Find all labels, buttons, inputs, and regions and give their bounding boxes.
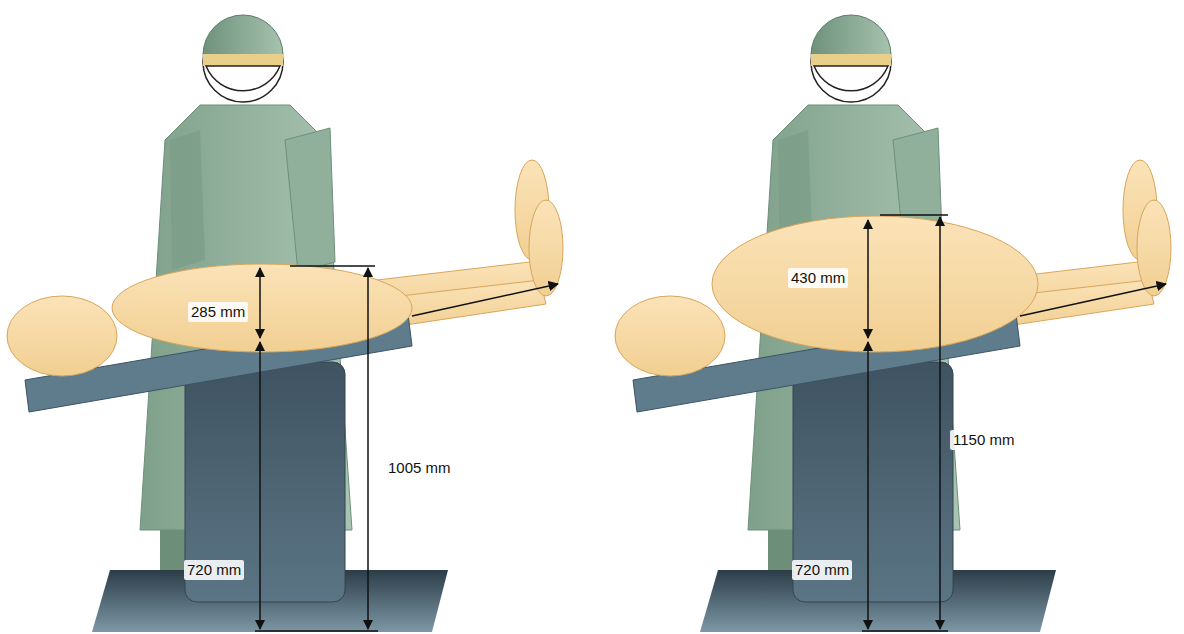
dimension-label: 720 mm <box>184 560 244 580</box>
dimension-label: 285 mm <box>188 302 248 322</box>
patient-torso <box>112 264 412 352</box>
dimension-label: 1005 mm <box>385 458 454 478</box>
patient-torso <box>712 216 1038 352</box>
dimension-label: 430 mm <box>788 268 848 288</box>
dimension-lines <box>862 215 948 631</box>
dimension-label: 720 mm <box>792 560 852 580</box>
dimension-lines <box>255 266 378 631</box>
dimension-label: 1150 mm <box>950 430 1017 450</box>
